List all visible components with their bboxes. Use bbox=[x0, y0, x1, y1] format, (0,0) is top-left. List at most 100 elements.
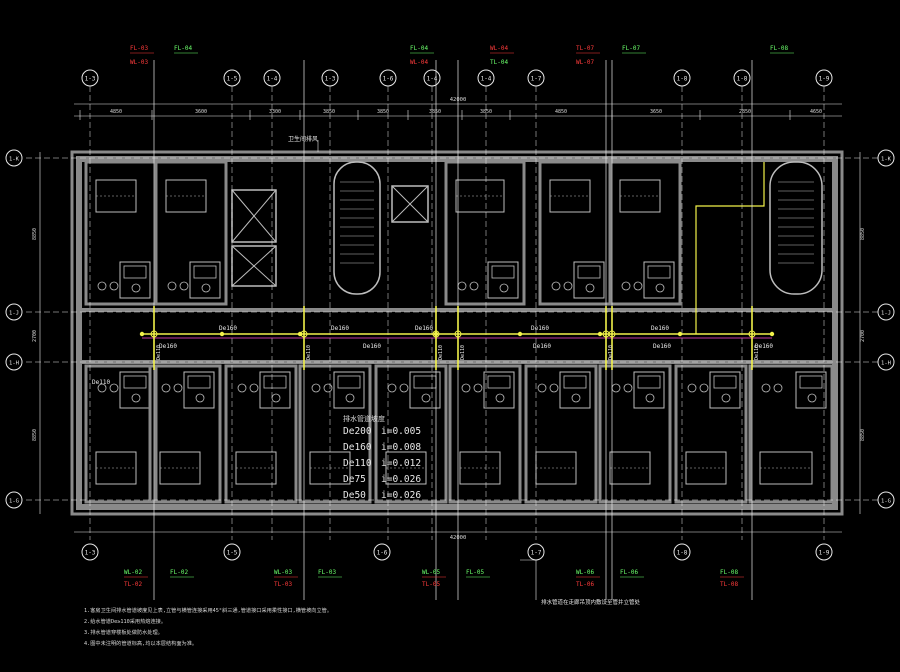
riser-tag-top-2: TL-04 bbox=[490, 59, 508, 66]
riser-tag-bottom-2: TL-02 bbox=[124, 581, 142, 588]
riser-tag-bottom-2: TL-03 bbox=[274, 581, 292, 588]
pipe-label-side: De110 bbox=[92, 379, 110, 386]
toilet bbox=[345, 393, 355, 403]
pipe-label-top: De160 bbox=[651, 325, 669, 332]
note-4: 4.图中未注明的管道标高,均以本层结构面为准。 bbox=[84, 641, 198, 647]
chair bbox=[611, 383, 621, 393]
stair-core-right bbox=[769, 161, 823, 295]
pipe-label-top: De160 bbox=[531, 325, 549, 332]
toilet bbox=[131, 393, 141, 403]
riser-tag-top: FL-04 bbox=[174, 45, 192, 52]
grid-bubble-top bbox=[733, 69, 751, 87]
service-cores bbox=[231, 161, 823, 295]
grid-label-top: 1-4 bbox=[427, 76, 438, 83]
corridor-wall-top bbox=[82, 308, 832, 312]
toilet bbox=[201, 283, 211, 293]
chair bbox=[461, 383, 471, 393]
legend-slope: i=0.012 bbox=[381, 458, 422, 469]
bathtub bbox=[637, 375, 661, 389]
room-top-5 bbox=[608, 160, 682, 306]
pipe-node bbox=[433, 331, 439, 337]
riser-tag-bottom-2: TL-05 bbox=[422, 581, 440, 588]
chair bbox=[237, 383, 247, 393]
chair bbox=[399, 383, 409, 393]
riser-tag-bottom: WL-06 bbox=[576, 569, 594, 576]
grid-label-top: 1-4 bbox=[481, 76, 492, 83]
toilet bbox=[131, 283, 141, 293]
grid-bubble-top bbox=[263, 69, 281, 87]
toilet bbox=[645, 393, 655, 403]
riser-tag-bottom: FL-02 bbox=[170, 569, 188, 576]
toilet bbox=[571, 393, 581, 403]
riser-tag-top: TL-07 bbox=[576, 45, 594, 52]
grid-label-right: 1-K bbox=[881, 157, 892, 163]
grid-label-right: 1-J bbox=[881, 311, 891, 317]
dim-right-seg: 8850 bbox=[860, 429, 866, 441]
pipe-label-vertical: De110 bbox=[306, 345, 312, 360]
grid-bubble-bottom bbox=[673, 543, 691, 561]
chair bbox=[537, 383, 547, 393]
grid-bubble-bottom bbox=[81, 543, 99, 561]
elevator-x-3b bbox=[391, 185, 429, 223]
grid-bubble-top bbox=[815, 69, 833, 87]
room-bottom-9 bbox=[674, 364, 748, 504]
riser-node bbox=[150, 330, 158, 338]
riser-tag-top-2: WL-04 bbox=[410, 59, 428, 66]
grid-label-bottom: 1-3 bbox=[85, 550, 96, 557]
top-wall-band bbox=[76, 156, 838, 162]
grid-label-top: 1-9 bbox=[819, 76, 830, 83]
callout-bottom: 排水管道在走廊吊顶内敷设至管井立管处 bbox=[541, 600, 641, 606]
riser-tag-bottom: FL-05 bbox=[466, 569, 484, 576]
bathroom bbox=[795, 371, 827, 409]
grid-bubble-top bbox=[379, 69, 397, 87]
chair bbox=[387, 383, 397, 393]
legend-slope: i=0.026 bbox=[381, 490, 422, 501]
grid-bubble-top bbox=[423, 69, 441, 87]
dim-segment: 2850 bbox=[739, 109, 751, 115]
room-bottom-6 bbox=[448, 364, 522, 504]
dim-left-seg: 8850 bbox=[32, 228, 38, 240]
grid-bubble-left bbox=[5, 303, 23, 321]
room-bottom-7 bbox=[524, 364, 598, 504]
bathroom bbox=[709, 371, 741, 409]
pipe-node bbox=[219, 331, 225, 337]
grid-label-bottom: 1-8 bbox=[677, 550, 688, 557]
pipe-label-bottom: De160 bbox=[755, 343, 773, 350]
pipe-label-top: De160 bbox=[331, 325, 349, 332]
bathtub bbox=[577, 265, 601, 279]
legend-size: De75 bbox=[343, 474, 366, 485]
riser-tag-bottom: WL-05 bbox=[422, 569, 440, 576]
building-walls bbox=[70, 150, 844, 516]
dim-segment: 3850 bbox=[480, 109, 492, 115]
grid-label-left: 1-J bbox=[9, 311, 19, 317]
room-bottom-10 bbox=[748, 364, 834, 504]
grid-bubble-right bbox=[877, 491, 895, 509]
grid-bubble-right bbox=[877, 149, 895, 167]
riser-node bbox=[748, 330, 756, 338]
chair bbox=[173, 383, 183, 393]
pipe-label-vertical: De110 bbox=[156, 345, 162, 360]
dim-left-seg: 8850 bbox=[32, 429, 38, 441]
chair bbox=[249, 383, 259, 393]
legend-title: 排水管道坡度 bbox=[343, 415, 385, 423]
room-bottom-4 bbox=[298, 364, 372, 504]
bathtub bbox=[187, 375, 211, 389]
room-top-2 bbox=[154, 160, 228, 306]
grid-bubble-left bbox=[5, 149, 23, 167]
grid-label-top: 1-6 bbox=[383, 76, 394, 83]
riser-tag-bottom: FL-08 bbox=[720, 569, 738, 576]
riser-tag-top: FL-07 bbox=[622, 45, 640, 52]
bathroom bbox=[559, 371, 591, 409]
stair-core-left bbox=[333, 161, 381, 295]
general-notes: 1.客房卫生间排水管道坡度见上表,立管与横管连接采用45°斜三通,管道接口采用柔… bbox=[84, 606, 504, 650]
dim-right-seg: 8850 bbox=[860, 228, 866, 240]
chair bbox=[761, 383, 771, 393]
dim-segment: 3850 bbox=[429, 109, 441, 115]
bathtub bbox=[491, 265, 515, 279]
bathroom bbox=[189, 261, 221, 299]
room-top-3 bbox=[444, 160, 526, 306]
